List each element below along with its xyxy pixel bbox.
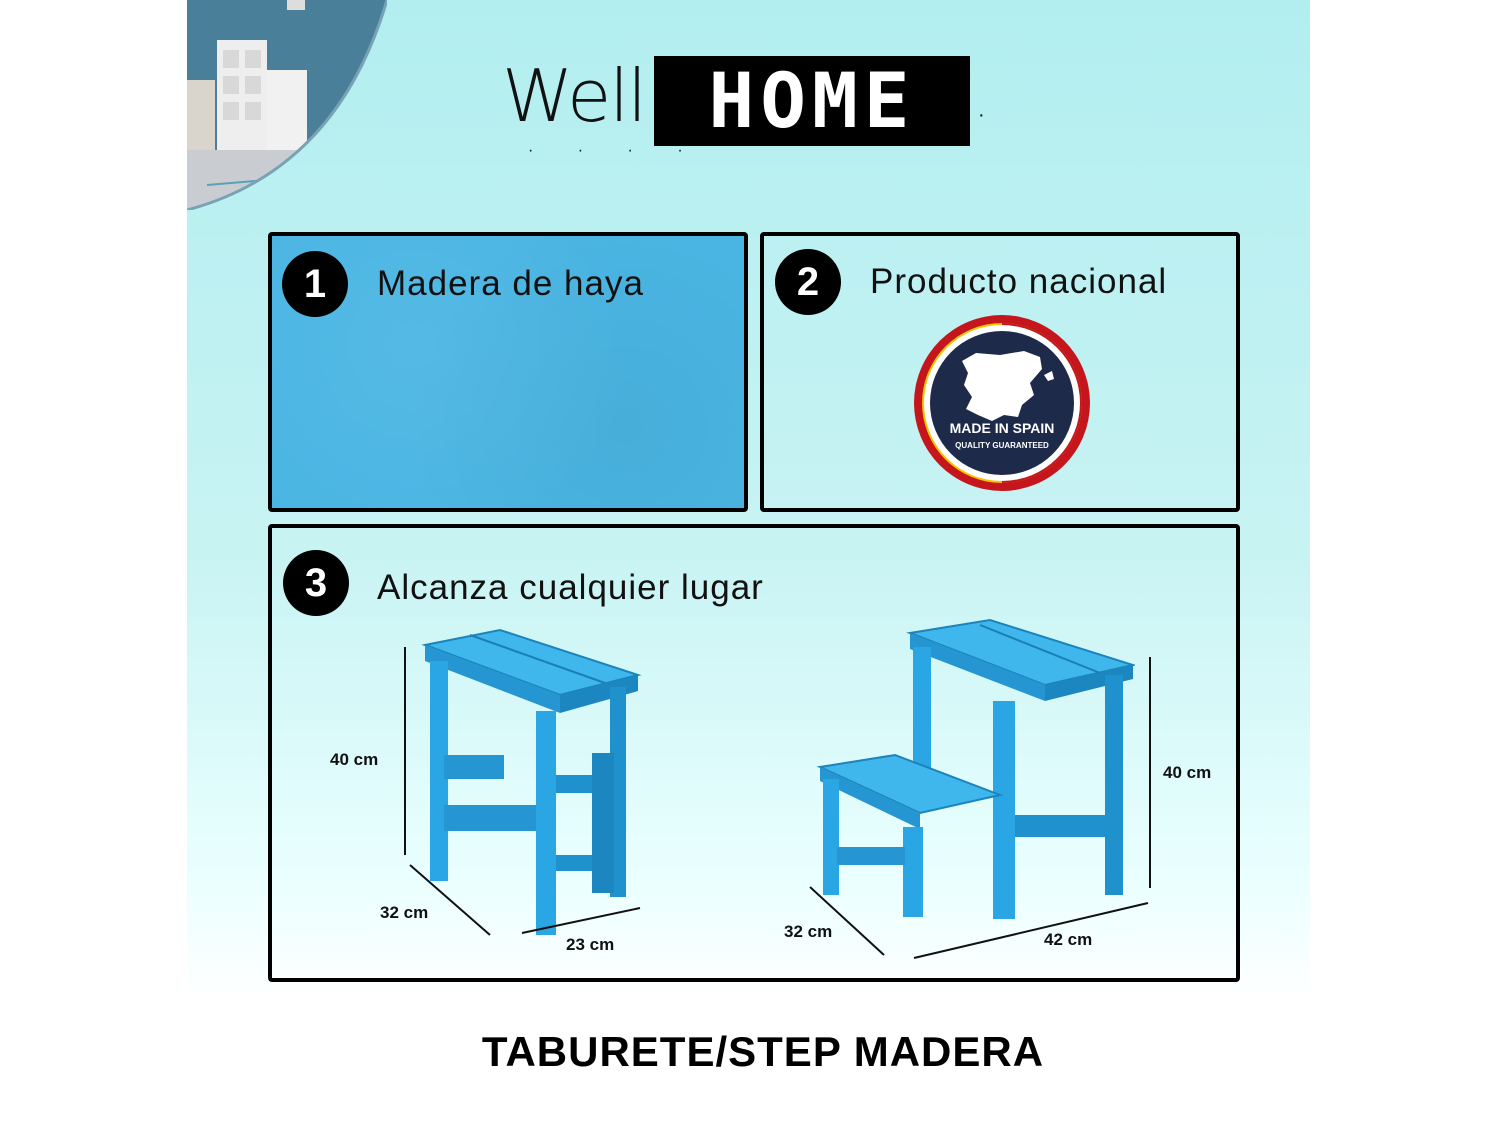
feature-badge-1: 1 (282, 251, 348, 317)
feature-badge-3: 3 (283, 550, 349, 616)
dim-open-width: 42 cm (1044, 930, 1093, 949)
feature-panel-reach (268, 524, 1240, 982)
wellhome-logo: Well · · · · HOME · (502, 54, 992, 159)
feature-title-1: Madera de haya (377, 264, 644, 303)
feature-panel-national (760, 232, 1240, 512)
dim-closed-height: 40 cm (330, 750, 379, 769)
product-title: TABURETE/STEP MADERA (481, 1028, 1045, 1075)
feature-title-3: Alcanza cualquier lugar (377, 568, 764, 607)
logo-period: · (978, 104, 985, 126)
dim-closed-depth: 32 cm (380, 903, 429, 922)
feature-badge-2: 2 (775, 249, 841, 315)
room-photo-image (187, 0, 387, 210)
seal-text-made-in-spain: MADE IN SPAIN (949, 420, 1055, 436)
seal-text-quality: QUALITY GUARANTEED (955, 441, 1049, 450)
dim-open-height: 40 cm (1163, 763, 1212, 782)
stool-closed-image (421, 628, 642, 935)
logo-well-text: Well (502, 54, 647, 138)
made-in-spain-seal-icon (914, 315, 1090, 491)
dim-open-depth: 32 cm (784, 922, 833, 941)
logo-home-text: HOME (654, 56, 970, 146)
feature-title-2: Producto nacional (870, 262, 1168, 301)
feature-panel-wood (268, 232, 748, 512)
dim-closed-width: 23 cm (566, 935, 615, 954)
logo-dots: · · · · (528, 142, 703, 159)
stool-open-image (816, 618, 1135, 919)
